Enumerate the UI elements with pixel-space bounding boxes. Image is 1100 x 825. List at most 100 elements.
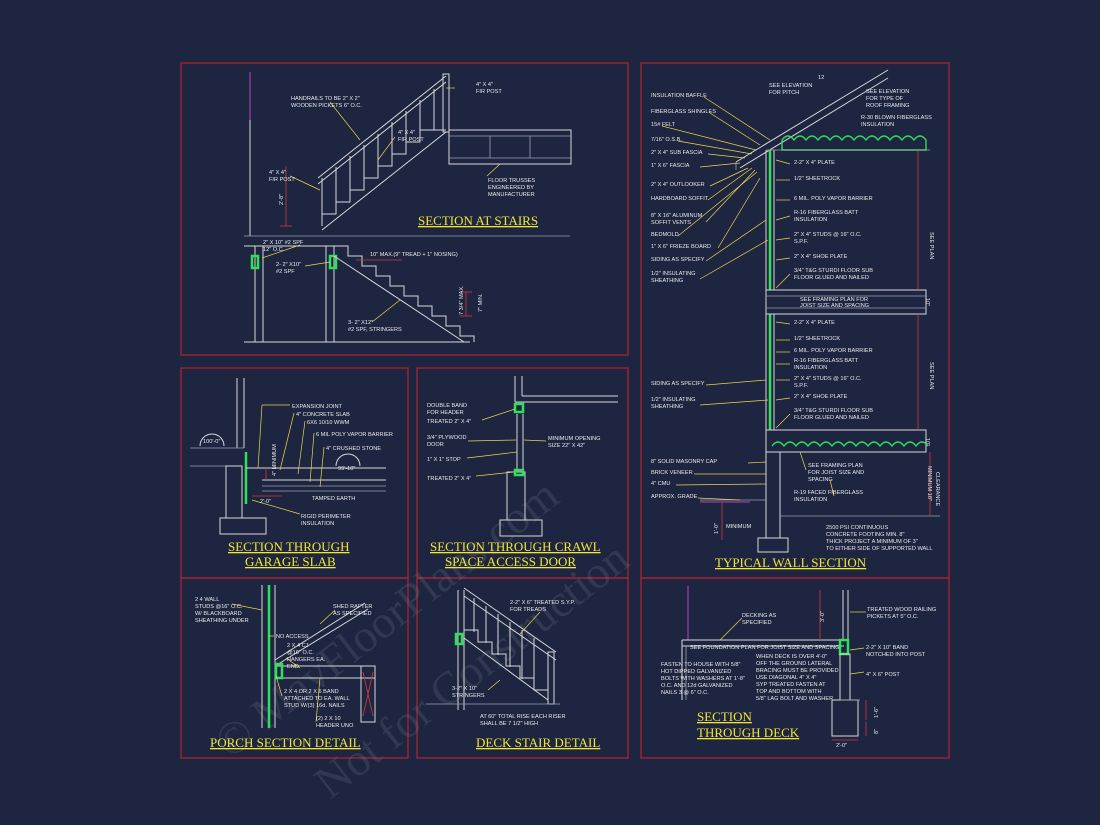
note: NAILS 3 @ 6" O.C. [661,690,709,696]
note: 4" CONCRETE SLAB [296,412,350,418]
note: 8" X 16" ALUMINUM [651,213,703,219]
note: SHALL BE 7 1/2" HIGH [480,721,538,727]
note: 7" MIN. [478,293,484,312]
note: 4" X 4" [269,170,286,176]
note: AT 60" TOTAL RISE EACH RISER [480,714,566,720]
garage-slab-notes: EXPANSION JOINT 4" CONCRETE SLAB 6X6 10/… [203,404,393,527]
garage-slab-drawing [190,378,386,535]
note: FOR PITCH [769,90,799,96]
note: 2-2" X 6" TREATED S.Y.P. [510,600,576,606]
note: (2) 2 X 10 [316,716,341,722]
note: SEE ELEVATION [769,83,812,89]
note: 2" X 4" SUB FASCIA [651,150,703,156]
note: HARDBOARD SOFFIT [651,196,709,202]
note: 7/16" O.S.B. [651,137,682,143]
note: 8" [874,729,880,734]
wall-section-drawing [661,69,940,553]
note: TOP AND BOTTOM WITH [756,689,822,695]
note: SEE PLAN [928,362,934,389]
note: 12 [818,75,824,81]
panel-deck-stair [416,577,629,759]
deck-notes: DECKING AS SPECIFIED TREATED WOOD RAILIN… [661,607,936,749]
title-porch-section: PORCH SECTION DETAIL [210,735,361,750]
note: HANGERS EA. [287,657,326,663]
note: 4" X 4" [398,130,415,136]
note: 4" X 6" POST [866,672,900,678]
note: 3/4" T&G STURDI FLOOR SUB [794,408,873,414]
note: 4" MINIMUM [272,444,278,476]
note: 99'-10" [338,466,355,472]
note: HEADER UNO [316,723,354,729]
deck-stair-drawing [426,587,560,710]
note: 2" X 4" STUDS @ 16" O.C. [794,232,862,238]
note: 2'-0" [836,743,847,749]
note: S.P.F. [794,239,809,245]
note: RIGID PERIMETER [301,514,351,520]
note: HANDRAILS TO BE 2" X 2" [291,96,360,102]
note: SIZE 22" X 42" [548,443,585,449]
note: FOR JOIST SIZE AND [808,470,864,476]
note: 6 MIL POLY VAPOR BARRIER [316,432,393,438]
note: S.P.F. [794,383,809,389]
note: DOOR [427,442,444,448]
deck-stair-notes: 2-2" X 6" TREATED S.Y.P. FOR TREADS 3-2"… [452,600,576,727]
porch-drawing [231,585,376,728]
note: ROOF FRAMING [866,103,910,109]
title-deck-stair-detail: DECK STAIR DETAIL [476,735,600,750]
note: FIBERGLASS SHINGLES [651,109,716,115]
note: INSULATION [794,217,827,223]
note: 6 MIL. POLY VAPOR BARRIER [794,196,873,202]
note: INSULATION [301,521,334,527]
note: STRINGERS [452,693,485,699]
note: 10" [924,438,930,446]
note: 100'-0" [203,439,220,445]
note: AS SPECIFIED [333,611,372,617]
note: 2" X 10" #2 SPF [263,240,304,246]
note: FOR TYPE OF [866,96,904,102]
note: CLEARANCE [934,472,940,506]
note: PICKETS AT 5" O.C. [867,614,919,620]
note: 2'-8" [279,194,285,205]
title-typical-wall-section: TYPICAL WALL SECTION [715,555,867,570]
note: R-16 FIBERGLASS BATT [794,210,859,216]
panel-deck [640,577,950,759]
note: 2-2" X 4" PLATE [794,320,835,326]
note: 2- 2" X10" [276,262,301,268]
note: ATTACHED TO EA. WALL [284,696,350,702]
title-section-at-stairs: SECTION AT STAIRS [418,213,538,228]
note: FLOOR TRUSSES [488,178,535,184]
note: FIR POST [476,89,502,95]
note: SIDING AS SPECIFY [651,381,705,387]
note: TREATED WOOD RAILING [867,607,936,613]
note: 1" X 6" FASCIA [651,163,690,169]
crawl-door-notes: DOUBLE BAND FOR HEADER TREATED 2" X 4" 3… [427,403,601,482]
note: THICK PROJECT A MINIMUM OF 3" [826,539,918,545]
note: FIR POST [269,177,295,183]
note: 1/2" INSULATING [651,271,695,277]
note: SEE FOUNDATION PLAN FOR JOIST SIZE AND S… [690,645,840,651]
note: MINIMUM [726,524,752,530]
note: WHEN DECK IS OVER 4'-0" [756,654,827,660]
note: 12" O.C. [263,247,285,253]
note: 3-2" X 10" [452,686,477,692]
note: INSULATION [794,497,827,503]
note: R-16 FIBERGLASS BATT [794,358,859,364]
note: SHEATHING [651,278,683,284]
note: SEE ELEVATION [866,89,909,95]
note: 15# FELT [651,122,676,128]
note: STUDS @16" O.C. [195,604,243,610]
title-crawl-door-line2: SPACE ACCESS DOOR [445,554,576,569]
note: BOLTS WITH WASHERS AT 1'-8" [661,676,745,682]
note: 8" SOLID MASONRY CAP [651,459,717,465]
note: FLOOR GLUED AND NAILED [794,415,869,421]
note: TAMPED EARTH [312,496,355,502]
title-crawl-door-line1: SECTION THROUGH CRAWL [430,539,601,554]
note: 2" X 4" SHOE PLATE [794,394,848,400]
note: MINIMUM 18" [926,466,932,501]
note: 2" X 4" OUTLOOKER [651,182,705,188]
note: FIR POST [398,137,424,143]
note: #2 SPF, STRINGERS [348,327,402,333]
note: SHEATHING UNDER [195,618,249,624]
note: SPECIFIED [742,620,772,626]
note: FASTEN TO HOUSE WITH 5/8" [661,662,740,668]
